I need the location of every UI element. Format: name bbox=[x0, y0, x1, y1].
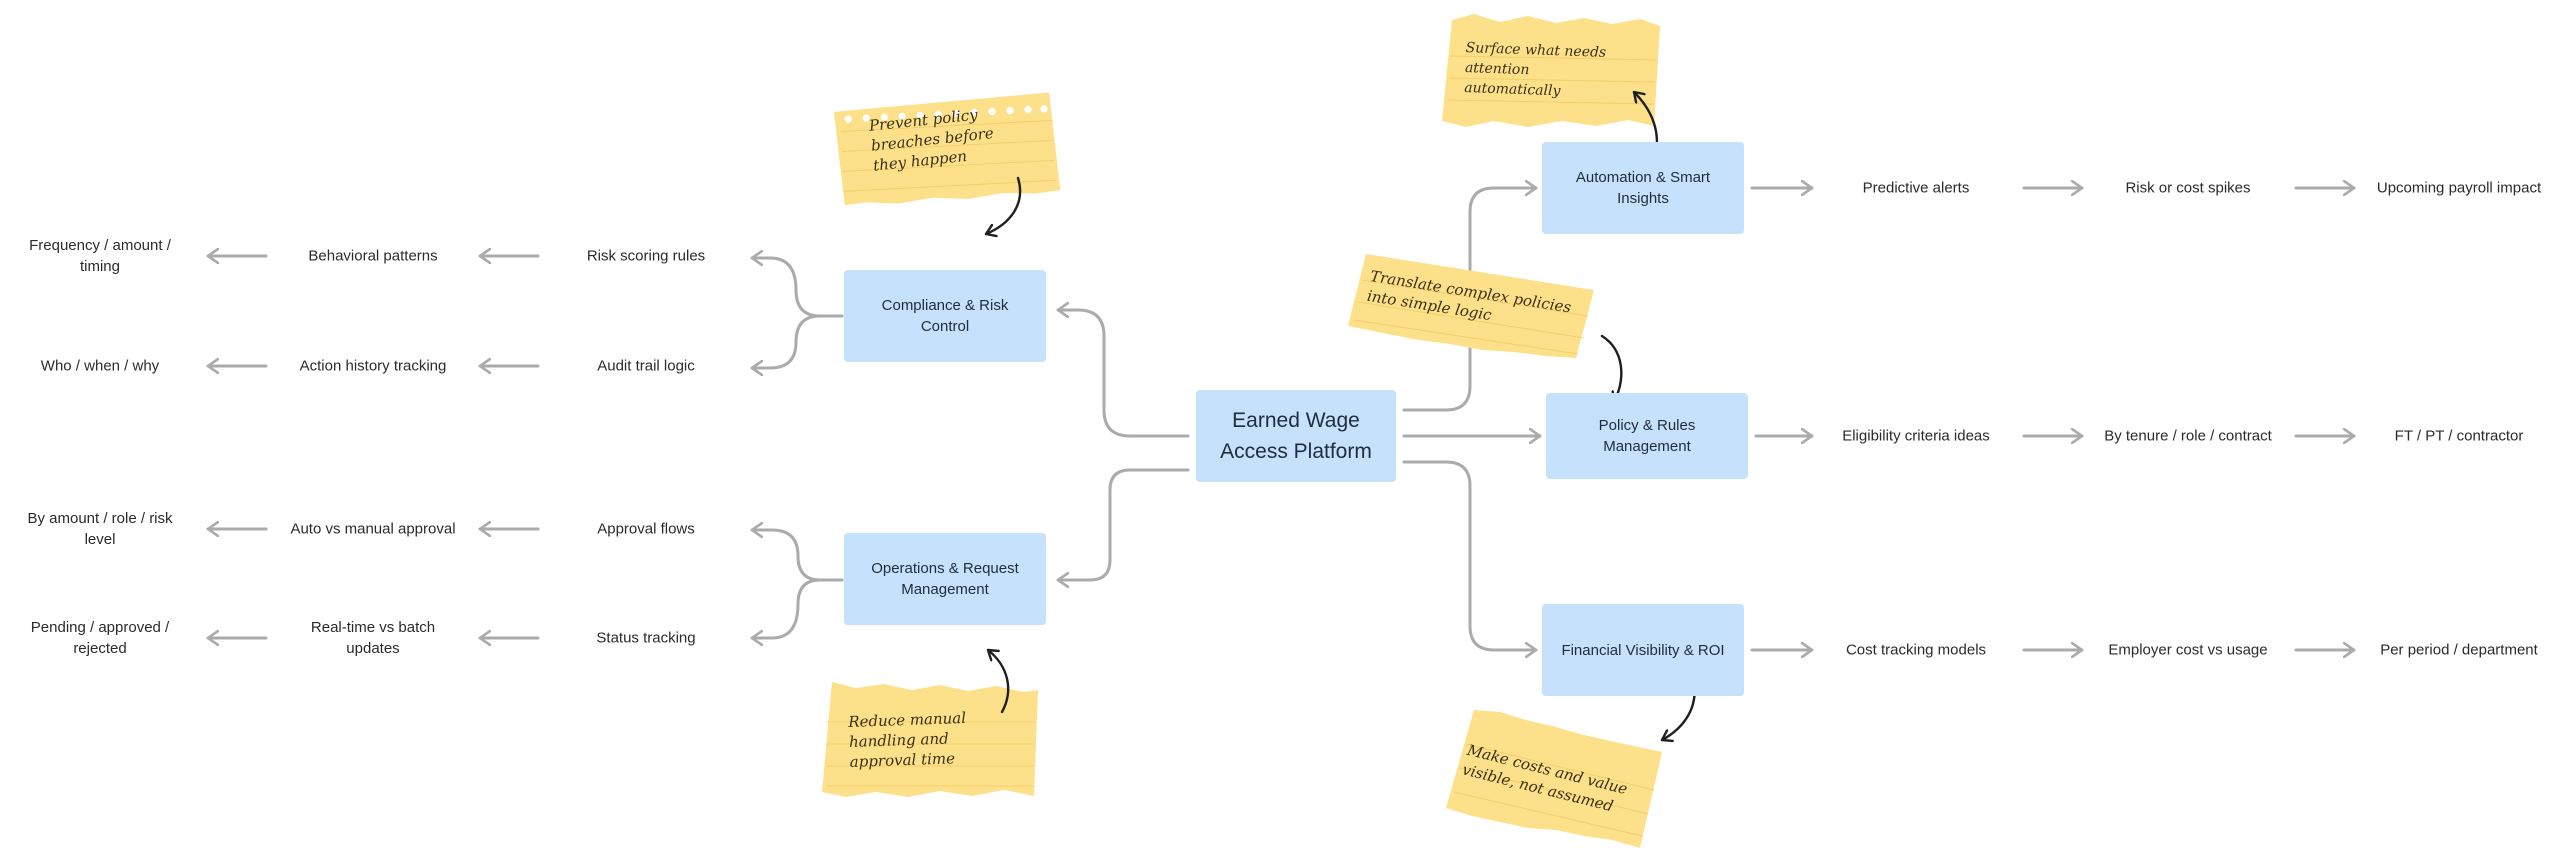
sticky-note-prevent-breaches-shape bbox=[833, 92, 1061, 206]
category-label: Policy & Rules Management bbox=[1598, 417, 1696, 455]
sticky-note-reduce-handling-shape bbox=[822, 682, 1038, 797]
center-node[interactable]: Earned Wage Access Platform bbox=[1196, 390, 1396, 482]
node-by-amount-role-risk[interactable]: By amount / role / risk level bbox=[27, 510, 173, 548]
node-risk-or-cost-spikes[interactable]: Risk or cost spikes bbox=[2125, 179, 2251, 197]
node-per-period-department[interactable]: Per period / department bbox=[2380, 641, 2538, 659]
left-chain-arrows bbox=[206, 256, 540, 638]
sticky-note-reduce-handling[interactable]: Reduce manual handling and approval time bbox=[848, 708, 967, 771]
category-label: Compliance & Risk Control bbox=[881, 297, 1009, 335]
node-who-when-why[interactable]: Who / when / why bbox=[40, 357, 160, 375]
category-label: Financial Visibility & ROI bbox=[1561, 641, 1725, 659]
fork-compliance-risk bbox=[750, 258, 844, 318]
sticky-note-surface-attention[interactable]: Surface what needs attention automatical… bbox=[1463, 39, 1607, 100]
category-compliance-risk[interactable]: Compliance & Risk Control bbox=[844, 270, 1046, 362]
node-upcoming-payroll-impact[interactable]: Upcoming payroll impact bbox=[2376, 179, 2542, 197]
category-automation-insights[interactable]: Automation & Smart Insights bbox=[1542, 142, 1744, 234]
sticky-note-surface-attention-shape bbox=[1442, 14, 1660, 127]
fork-compliance-audit bbox=[750, 314, 844, 368]
node-status-tracking[interactable]: Status tracking bbox=[596, 629, 696, 647]
node-action-history-tracking[interactable]: Action history tracking bbox=[299, 357, 447, 375]
category-label: Operations & Request Management bbox=[871, 560, 1019, 598]
node-behavioral-patterns[interactable]: Behavioral patterns bbox=[308, 247, 438, 265]
category-operations-request[interactable]: Operations & Request Management bbox=[844, 533, 1046, 625]
note-arrow-prevent-to-compliance bbox=[984, 176, 1022, 234]
connector-center-financial bbox=[1402, 460, 1538, 650]
sticky-note-costs-visible-shape bbox=[1446, 710, 1662, 848]
category-label: Automation & Smart Insights bbox=[1575, 169, 1711, 207]
node-predictive-alerts[interactable]: Predictive alerts bbox=[1862, 179, 1970, 197]
node-ft-pt-contractor[interactable]: FT / PT / contractor bbox=[2394, 427, 2524, 445]
note-arrow-reduce-to-operations bbox=[986, 648, 1010, 714]
right-chain-arrows bbox=[1750, 188, 2356, 650]
node-by-tenure-role-contract[interactable]: By tenure / role / contract bbox=[2104, 427, 2272, 445]
node-audit-trail-logic[interactable]: Audit trail logic bbox=[597, 357, 695, 375]
fork-operations-approval bbox=[750, 530, 844, 582]
center-title: Earned Wage Access Platform bbox=[1220, 409, 1372, 463]
sticky-note-translate-policies-shape bbox=[1348, 254, 1594, 358]
connector-center-compliance bbox=[1056, 310, 1190, 438]
node-realtime-vs-batch[interactable]: Real-time vs batch updates bbox=[310, 619, 436, 657]
node-risk-scoring-rules[interactable]: Risk scoring rules bbox=[586, 247, 706, 265]
node-eligibility-criteria[interactable]: Eligibility criteria ideas bbox=[1842, 427, 1990, 445]
node-auto-vs-manual[interactable]: Auto vs manual approval bbox=[290, 520, 456, 538]
category-policy-rules[interactable]: Policy & Rules Management bbox=[1546, 393, 1748, 479]
fork-connectors bbox=[750, 258, 844, 638]
category-financial-visibility[interactable]: Financial Visibility & ROI bbox=[1542, 604, 1744, 696]
node-pending-approved-rejected[interactable]: Pending / approved / rejected bbox=[30, 619, 170, 657]
node-employer-cost-vs-usage[interactable]: Employer cost vs usage bbox=[2108, 641, 2268, 659]
node-frequency-amount-timing[interactable]: Frequency / amount / timing bbox=[29, 237, 171, 275]
fork-operations-status bbox=[750, 578, 844, 638]
connector-center-operations bbox=[1056, 468, 1190, 580]
node-cost-tracking-models[interactable]: Cost tracking models bbox=[1845, 641, 1987, 659]
node-approval-flows[interactable]: Approval flows bbox=[597, 520, 695, 538]
